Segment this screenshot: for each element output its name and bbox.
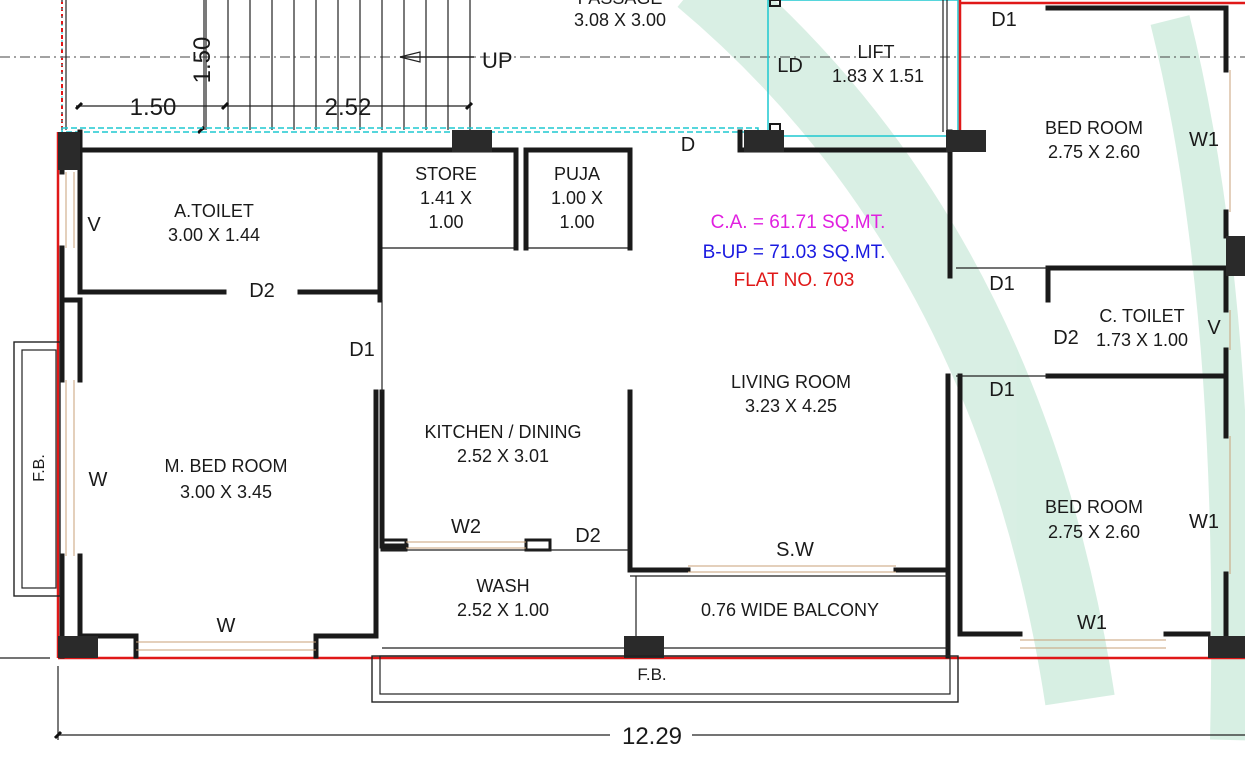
c-toilet-size: 1.73 X 1.00 xyxy=(1096,330,1188,350)
overall-dimension: 12.29 xyxy=(0,657,1245,750)
c-toilet-name: C. TOILET xyxy=(1099,306,1184,326)
lift-outline xyxy=(767,0,959,137)
bed-room-top-name: BED ROOM xyxy=(1045,118,1143,138)
puja-size-line2: 1.00 xyxy=(559,212,594,232)
bed-room-bottom-door-label: D1 xyxy=(989,379,1015,401)
a-toilet-door-label: D2 xyxy=(249,280,275,302)
kitchen-size: 2.52 X 3.01 xyxy=(457,446,549,466)
m-bed-room-side-window-label: W xyxy=(89,469,108,491)
sliding-window-label: S.W xyxy=(776,539,814,561)
store-name: STORE xyxy=(415,164,477,184)
bed-room-bottom-size: 2.75 X 2.60 xyxy=(1048,522,1140,542)
left-french-balcony: F.B. xyxy=(13,341,61,597)
lift-name: LIFT xyxy=(857,42,894,62)
staircase: UP 1.50 2.52 1.50 xyxy=(61,0,513,135)
c-toilet-outer-door-label: D1 xyxy=(989,273,1015,295)
overall-width-dimension: 12.29 xyxy=(622,723,682,750)
windows xyxy=(65,70,1231,651)
bed-room-bottom-side-window-label: W1 xyxy=(1189,511,1219,533)
wash-door-label: D2 xyxy=(575,525,601,547)
balcony-name: 0.76 WIDE BALCONY xyxy=(701,600,879,620)
passage-door-label: D xyxy=(681,134,695,156)
kitchen-window-label: W2 xyxy=(451,516,481,538)
kitchen-name: KITCHEN / DINING xyxy=(424,422,581,442)
left-fb-label: F.B. xyxy=(31,454,48,482)
passage-size: 3.08 X 3.00 xyxy=(574,10,666,30)
store-size-line2: 1.00 xyxy=(428,212,463,232)
kitchen-door-label: D1 xyxy=(349,339,375,361)
stair-run-dimension: 1.50 xyxy=(130,94,177,121)
bed-room-bottom-window-label: W1 xyxy=(1077,612,1107,634)
puja-name: PUJA xyxy=(554,164,600,184)
c-toilet-ventilator-label: V xyxy=(1207,317,1221,339)
stair-width-dimension: 1.50 xyxy=(189,37,216,84)
watermark xyxy=(677,0,1245,741)
a-toilet-ventilator-label: V xyxy=(87,214,101,236)
living-room-size: 3.23 X 4.25 xyxy=(745,396,837,416)
carpet-area-text: C.A. = 61.71 SQ.MT. xyxy=(711,212,886,233)
lift-door-label: LD xyxy=(777,55,803,77)
bed-room-bottom-name: BED ROOM xyxy=(1045,497,1143,517)
wash-size: 2.52 X 1.00 xyxy=(457,600,549,620)
lift-size: 1.83 X 1.51 xyxy=(832,66,924,86)
builtup-area-text: B-UP = 71.03 SQ.MT. xyxy=(703,242,886,263)
passage-name: PASSAGE xyxy=(578,0,663,8)
bed-room-top-door-label: D1 xyxy=(991,9,1017,31)
bed-room-top-size: 2.75 X 2.60 xyxy=(1048,142,1140,162)
stair-second-dimension: 2.52 xyxy=(325,94,372,121)
m-bed-room-size: 3.00 X 3.45 xyxy=(180,482,272,502)
flat-number-text: FLAT NO. 703 xyxy=(734,270,855,291)
wash-name: WASH xyxy=(476,576,529,596)
a-toilet-name: A.TOILET xyxy=(174,201,254,221)
flat-boundary xyxy=(56,0,1245,660)
bottom-french-balcony: F.B. xyxy=(371,655,959,703)
bottom-fb-label: F.B. xyxy=(637,665,666,684)
columns xyxy=(58,130,1245,658)
m-bed-room-name: M. BED ROOM xyxy=(164,456,287,476)
up-arrow-head xyxy=(399,51,421,63)
m-bed-room-bottom-window-label: W xyxy=(217,615,236,637)
stair-up-label: UP xyxy=(482,48,513,73)
store-size-line1: 1.41 X xyxy=(420,188,472,208)
living-room-name: LIVING ROOM xyxy=(731,372,851,392)
thin-lines xyxy=(381,267,1048,656)
bed-room-top-window-label: W1 xyxy=(1189,129,1219,151)
passage-outline xyxy=(61,127,759,133)
a-toilet-size: 3.00 X 1.44 xyxy=(168,225,260,245)
puja-size-line1: 1.00 X xyxy=(551,188,603,208)
c-toilet-door-label: D2 xyxy=(1053,327,1079,349)
